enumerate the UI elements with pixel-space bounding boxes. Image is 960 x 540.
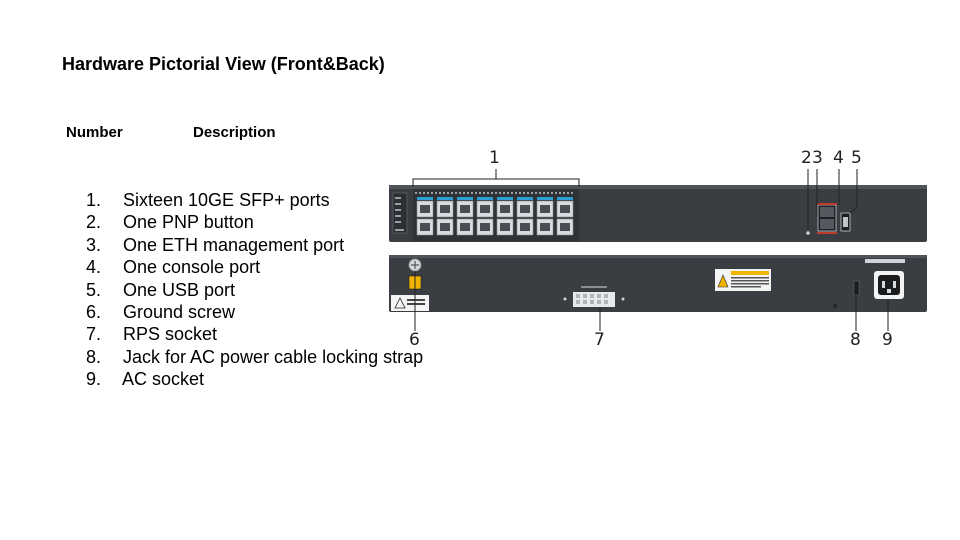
item-description: Ground screw (123, 302, 236, 323)
item-number: 3. (86, 234, 102, 255)
list-item: 6. Ground screw (86, 301, 423, 323)
callout-1: 1 (489, 148, 500, 168)
back-callout-lines (414, 271, 889, 331)
item-number: 2. (86, 212, 102, 233)
item-description: Sixteen 10GE SFP+ ports (123, 190, 330, 210)
callout-5: 5 (851, 148, 862, 168)
list-item: 1. Sixteen 10GE SFP+ ports (86, 189, 423, 211)
page-title: Hardware Pictorial View (Front&Back) (62, 54, 385, 74)
item-number: 5. (86, 279, 102, 300)
strap-jack (853, 280, 860, 296)
item-description: One USB port (123, 279, 236, 300)
callout-7: 7 (594, 330, 605, 350)
item-description: Jack for AC power cable locking strap (123, 346, 424, 367)
item-description: One PNP button (123, 212, 254, 233)
list-item: 2. One PNP button (86, 211, 423, 233)
pnp-button (806, 231, 810, 235)
list-item: 4. One console port (86, 256, 423, 278)
list-item: 5. One USB port (86, 279, 423, 301)
item-number: 9. (86, 369, 102, 390)
front-callout-lines (412, 169, 858, 229)
item-number: 7. (86, 324, 102, 345)
callout-2: 2 (801, 148, 812, 168)
callout-6: 6 (409, 330, 420, 350)
front-panel (389, 185, 927, 242)
description-column-header: Description (193, 124, 276, 141)
item-number: 6. (86, 302, 102, 323)
item-description: AC socket (122, 369, 205, 390)
item-number: 8. (86, 346, 102, 367)
item-description: One ETH management port (123, 234, 345, 255)
sfp-port-group (415, 192, 574, 236)
switch-illustration (389, 169, 927, 331)
list-item: 8. Jack for AC power cable locking strap (86, 346, 423, 368)
item-number: 1. (86, 190, 102, 210)
component-list: 1. Sixteen 10GE SFP+ ports 2. One PNP butt… (86, 189, 423, 391)
callout-9: 9 (882, 330, 893, 350)
number-column-header: Number (66, 124, 123, 141)
callout-4: 4 (833, 148, 844, 168)
item-description: One console port (123, 257, 261, 278)
list-item: 7. RPS socket (86, 323, 423, 345)
callout-8: 8 (850, 330, 861, 350)
item-number: 4. (86, 257, 102, 278)
switch-pictorial-view: 1 2 3 4 5 6 7 8 9 (385, 145, 930, 355)
back-panel (389, 255, 927, 312)
item-description: RPS socket (123, 324, 218, 345)
callout-3: 3 (812, 148, 823, 168)
list-item: 3. One ETH management port (86, 234, 423, 256)
list-item: 9. AC socket (86, 368, 423, 390)
